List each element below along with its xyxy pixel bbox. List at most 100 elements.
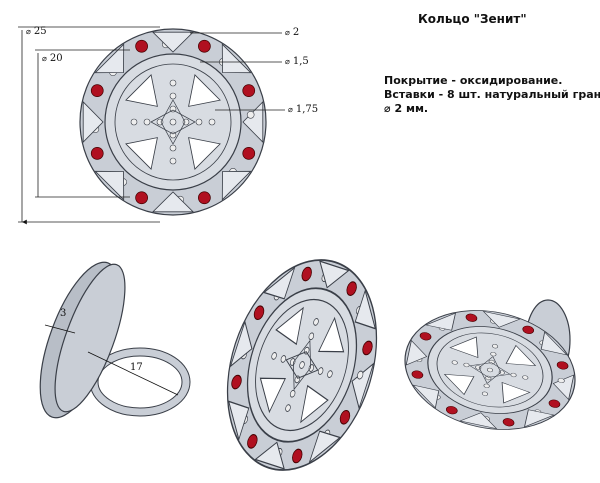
rim-triangle — [308, 430, 342, 464]
ball — [285, 404, 291, 412]
dim-outer: ⌀25 — [26, 26, 47, 37]
garnet-gem — [198, 191, 211, 205]
ball — [169, 157, 177, 165]
shank-band — [90, 348, 190, 416]
rim-triangle — [221, 43, 252, 74]
top-view — [79, 28, 267, 216]
garnet-gem — [502, 418, 515, 427]
ball — [483, 383, 490, 388]
ball — [510, 372, 517, 378]
garnet-gem — [548, 399, 561, 408]
rim-triangle — [405, 339, 428, 366]
ball — [492, 344, 499, 349]
garnet-gem — [253, 305, 265, 321]
shank-dim-line — [87, 351, 179, 396]
ball — [195, 118, 203, 126]
ball — [308, 332, 315, 341]
ball — [522, 375, 529, 380]
inner-circle — [436, 332, 544, 408]
dim-shank: 17 — [130, 362, 143, 373]
rim-triangle — [151, 191, 195, 213]
gem-size-text: ⌀ 2 мм. — [384, 102, 429, 115]
garnet-gem — [247, 434, 258, 449]
angled-view — [404, 299, 576, 430]
rim-triangle — [221, 170, 252, 201]
ball — [143, 118, 151, 126]
title: Кольцо "Зенит" — [418, 12, 527, 26]
cross-cutout — [318, 316, 345, 353]
cross-cutout — [188, 74, 221, 107]
cross-cutout — [125, 74, 158, 107]
ball — [289, 358, 296, 366]
garnet-gem — [242, 147, 256, 160]
garnet-gem — [362, 340, 373, 356]
ball — [490, 352, 497, 357]
perspective-view — [226, 259, 378, 471]
cross-cutout — [300, 384, 329, 424]
rim-triangle — [262, 266, 296, 300]
rim-triangle — [482, 310, 521, 328]
ball — [317, 367, 324, 375]
garnet-gem — [301, 266, 312, 282]
ball — [557, 378, 565, 383]
center-ornament — [150, 109, 196, 135]
garnet-gem — [242, 84, 256, 97]
cross-cutout — [505, 344, 537, 367]
dim-ball-small: ⌀1,5 — [285, 56, 309, 67]
rim-triangle — [540, 331, 568, 356]
rim-triangle — [227, 400, 250, 441]
rim-triangle — [459, 412, 498, 430]
dim-inner: ⌀20 — [42, 53, 63, 64]
ball — [169, 92, 177, 100]
ball — [308, 364, 315, 372]
garnet-gem — [198, 39, 211, 53]
side-view — [39, 261, 191, 419]
inserts-text: Вставки - 8 шт. натуральный гранат — [384, 88, 600, 101]
cross-cutout — [443, 373, 475, 396]
garnet-gem — [411, 370, 424, 379]
ball — [208, 118, 216, 126]
garnet-gem — [419, 332, 432, 341]
garnet-gem — [556, 361, 569, 370]
ball — [271, 352, 277, 360]
thickness-dim-line — [44, 324, 76, 334]
cross-cutout — [125, 137, 158, 170]
ball — [169, 144, 177, 152]
garnet-gem — [135, 39, 148, 53]
rim-triangle — [229, 320, 253, 368]
ball — [246, 110, 255, 119]
inner-circle — [255, 298, 349, 432]
ball — [130, 118, 138, 126]
ball — [313, 318, 319, 326]
ball — [280, 355, 287, 363]
rim-triangle — [254, 441, 285, 470]
ball — [327, 370, 333, 378]
rim-triangle — [523, 409, 555, 428]
ball — [486, 367, 494, 373]
center-ornament — [469, 362, 511, 378]
garnet-gem — [135, 191, 148, 205]
rim-triangle — [354, 289, 377, 330]
cross-cutout — [501, 382, 531, 404]
ball — [481, 391, 488, 396]
cross-cutout — [188, 137, 221, 170]
dim-gem: ⌀2 — [285, 27, 300, 38]
garnet-gem — [346, 281, 357, 296]
garnet-gem — [90, 147, 104, 160]
rim-triangle — [412, 384, 440, 409]
cross-cutout — [449, 336, 479, 358]
rim-triangle — [151, 31, 195, 53]
dimension-lines — [18, 26, 285, 225]
ball — [169, 79, 177, 87]
ball — [169, 118, 177, 126]
ball — [451, 360, 458, 365]
dim-ball-large: ⌀1,75 — [288, 104, 319, 115]
rim-triangle — [425, 312, 457, 331]
rim-triangle — [82, 100, 104, 144]
coating-text: Покрытие - оксидирование. — [384, 74, 563, 87]
center-ornament — [285, 351, 319, 379]
ball — [463, 362, 470, 368]
ball — [299, 361, 305, 369]
ball — [289, 389, 296, 398]
